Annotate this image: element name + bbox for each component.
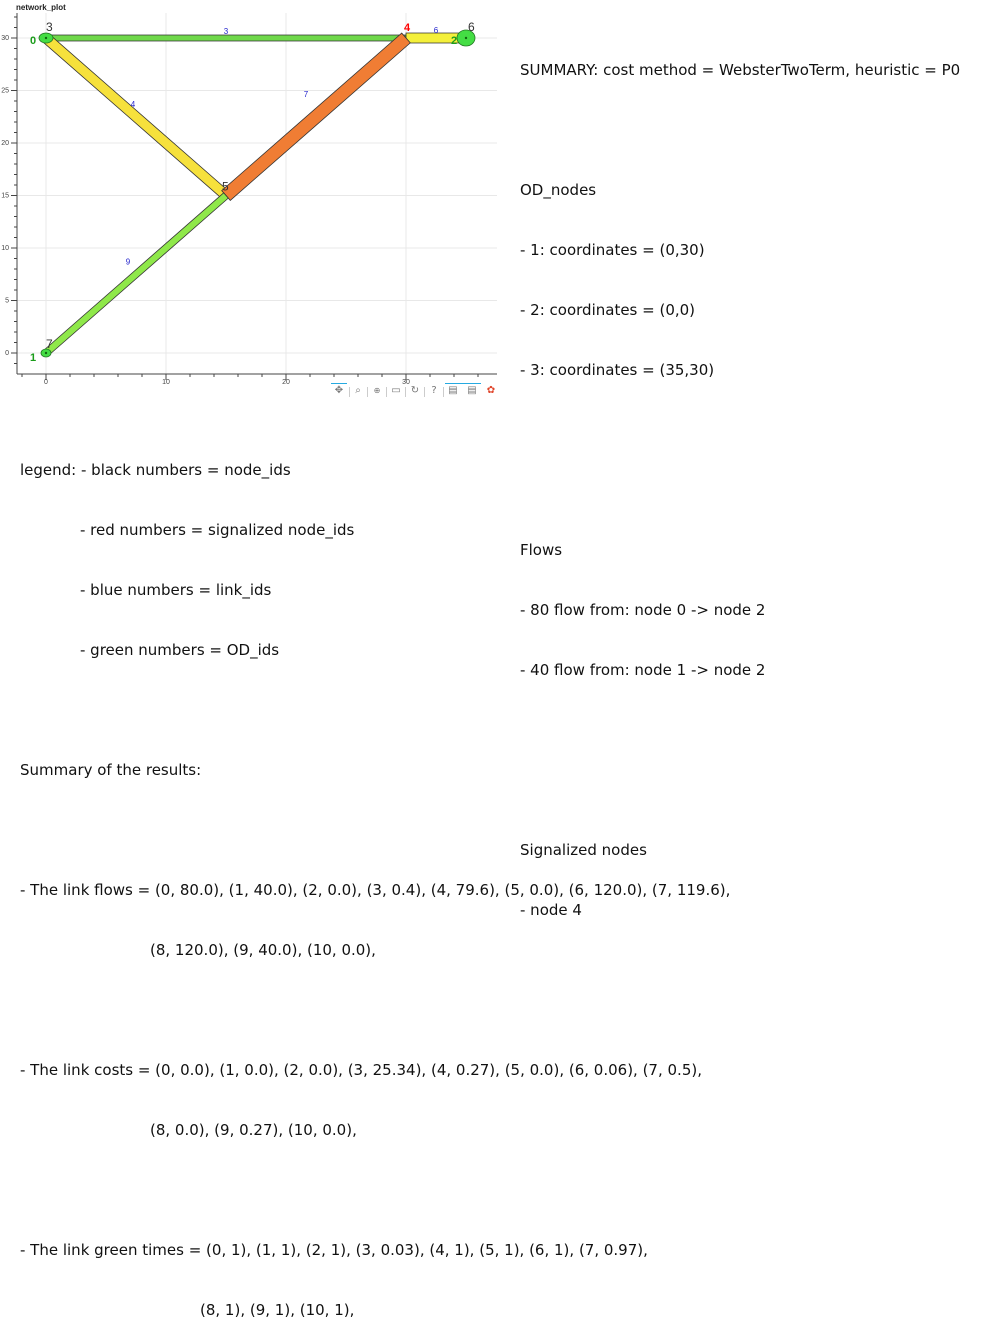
help-icon[interactable]: ? xyxy=(431,385,437,396)
y-tick-label: 5 xyxy=(5,298,9,305)
link-id-label: 9 xyxy=(126,257,131,266)
node-id-label: 7 xyxy=(46,337,53,351)
y-tick-label: 10 xyxy=(1,245,9,252)
link-flows-line: (8, 120.0), (9, 40.0), (10, 0.0), xyxy=(150,941,376,959)
od-nodes-title: OD_nodes xyxy=(520,181,597,199)
hover-icon[interactable]: ▤ xyxy=(467,385,477,396)
plot-grid xyxy=(17,13,497,374)
y-tick-label: 15 xyxy=(1,193,9,200)
od-id-label: 0 xyxy=(30,35,36,47)
hover-icon[interactable]: ▤ xyxy=(448,385,458,396)
reset-icon[interactable]: ↻ xyxy=(410,385,420,396)
pan-icon[interactable]: ✥ xyxy=(334,385,344,396)
link-costs-line: (8, 0.0), (9, 0.27), (10, 0.0), xyxy=(150,1121,357,1139)
node-id-label: 5 xyxy=(222,180,229,194)
od-id-label: 1 xyxy=(30,352,36,364)
legend-line: - blue numbers = link_ids xyxy=(80,581,272,599)
plot-title: network_plot xyxy=(16,3,66,12)
summary-header: SUMMARY: cost method = WebsterTwoTerm, h… xyxy=(520,61,961,79)
legend-line: - red numbers = signalized node_ids xyxy=(80,521,355,539)
link-costs-line: - The link costs = (0, 0.0), (1, 0.0), (… xyxy=(20,1061,702,1079)
node-id-label: 3 xyxy=(46,20,53,34)
box-zoom-icon[interactable]: ⌕ xyxy=(355,385,361,396)
flows-title: Flows xyxy=(520,541,563,559)
wheel-zoom-icon[interactable]: ⊕ xyxy=(373,386,381,395)
signalized-node-label: 4 xyxy=(404,22,411,34)
node-id-label: 6 xyxy=(468,20,475,34)
legend-line: legend: - black numbers = node_ids xyxy=(20,461,291,479)
x-tick-label: 10 xyxy=(162,379,170,386)
link-id-label: 6 xyxy=(434,26,439,35)
od-node-line: - 1: coordinates = (0,30) xyxy=(520,241,705,259)
od-node-line: - 3: coordinates = (35,30) xyxy=(520,361,715,379)
od-node-dot xyxy=(44,36,48,40)
results-panel: legend: - black numbers = node_ids - red… xyxy=(20,420,990,1340)
od-id-label: 2 xyxy=(451,35,457,47)
link-flows-line: - The link flows = (0, 80.0), (1, 40.0),… xyxy=(20,881,731,899)
legend-line: - green numbers = OD_ids xyxy=(80,641,280,659)
link-green-times-line: - The link green times = (0, 1), (1, 1),… xyxy=(20,1241,648,1259)
save-icon[interactable]: ▭ xyxy=(391,385,401,396)
link-green-times-line: (8, 1), (9, 1), (10, 1), xyxy=(200,1301,355,1319)
network-links xyxy=(42,32,467,357)
x-tick-label: 0 xyxy=(44,379,48,386)
link-id-label: 3 xyxy=(224,27,229,36)
flow-line: - 80 flow from: node 0 -> node 2 xyxy=(520,601,766,619)
network-labels: 3 6 4 7 9 0 1 2 3 4 5 6 7 xyxy=(30,20,475,364)
plot-frame xyxy=(17,13,497,374)
y-tick-label: 20 xyxy=(1,140,9,147)
link-id-label: 7 xyxy=(304,90,309,99)
y-tick-label: 25 xyxy=(1,88,9,95)
plot-toolbar: ✥ ⌕ ⊕ ▭ ↻ ? ▤ ▤ ✿ xyxy=(330,383,500,401)
network-plot: 0 10 20 30 0 5 10 15 20 25 30 3 6 4 7 9 0 1 2 3 4 5 6 7 xyxy=(1,13,497,386)
od-circles xyxy=(38,29,476,358)
od-node-dot xyxy=(464,36,468,40)
results-title: Summary of the results: xyxy=(20,761,202,779)
link-id-label: 4 xyxy=(131,100,136,109)
bokeh-logo-icon[interactable]: ✿ xyxy=(486,385,496,396)
y-tick-label: 0 xyxy=(5,350,9,357)
flow-line: - 40 flow from: node 1 -> node 2 xyxy=(520,661,766,679)
x-tick-label: 20 xyxy=(282,379,290,386)
y-tick-label: 30 xyxy=(1,35,9,42)
od-node-line: - 2: coordinates = (0,0) xyxy=(520,301,696,319)
x-tick-label: 30 xyxy=(402,379,410,386)
od-node-dot xyxy=(44,351,48,355)
